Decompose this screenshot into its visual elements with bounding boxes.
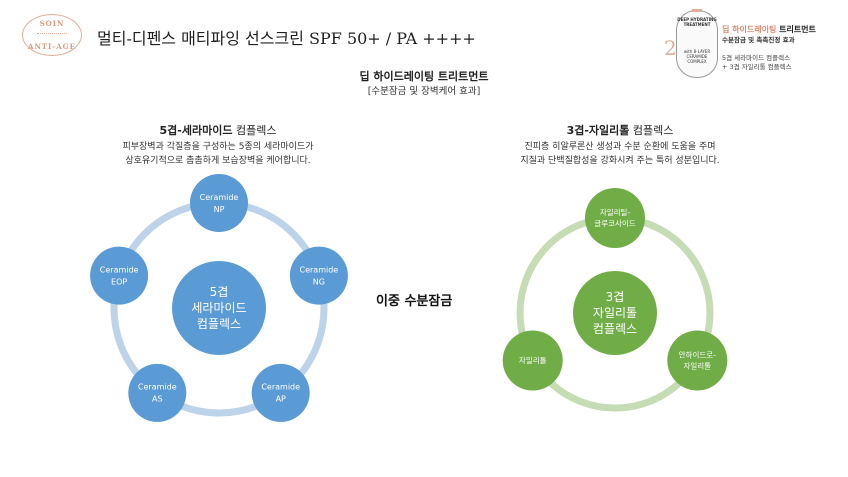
product-number: 2: [664, 36, 677, 60]
section-subtitle: [수분잠금 및 장벽케어 효과]: [367, 86, 481, 97]
ceramide-node: [90, 246, 149, 305]
ceramide-node: [128, 363, 187, 422]
section-title: 딥 하이드레이팅 트리트먼트: [359, 70, 489, 83]
xylitol-node: [502, 330, 563, 391]
product-name: 딥 하이드레이팅 트리트먼트: [722, 25, 816, 34]
page-title: 멀티-디펜스 매티파잉 선스크린 SPF 50+ / PA ++++: [97, 29, 476, 48]
dual-moisture-lock-label: 이중 수분잠금: [376, 294, 453, 309]
ceramide-center-circle: [172, 261, 266, 355]
ceramide-description: 피부장벽과 각질층을 구성하는 5종의 세라마이드가 상호유기적으로 촘촘하게 …: [122, 142, 314, 166]
xylitol-node-label: 자일리틸-글루코사이드: [594, 208, 635, 228]
xylitol-node-label: 안하이드로-자일리톨: [679, 350, 716, 371]
product-desc-line-1: 5겹 세라마이드 컴플렉스: [722, 54, 791, 62]
xylitol-heading: 3겹-자일리톨 컴플렉스: [566, 124, 674, 137]
xylitol-center-circle: [573, 271, 657, 355]
product-subtitle: 수분잠금 및 촉촉진정 효과: [722, 36, 795, 44]
ceramide-node: [289, 246, 348, 305]
xylitol-node: [667, 330, 728, 391]
ceramide-node: [251, 363, 310, 422]
xylitol-node: [585, 188, 645, 248]
product-desc-line-2: + 3겹 자일리톨 컴플렉스: [722, 63, 792, 71]
xylitol-node-label: 자일리톨: [519, 356, 547, 365]
ceramide-node: [190, 174, 248, 232]
ceramide-heading: 5겹-세라마이드 컴플렉스: [159, 124, 277, 137]
soin-anti-age-logo: SOIN ANTI-AGE: [22, 14, 82, 56]
product-bottle-image: DEEP HYDRATING TREATMENT with 8-LAYER CE…: [676, 9, 718, 78]
xylitol-description: 진피층 히알루론산 생성과 수분 순환에 도움을 주며 지질과 단백질합성을 강…: [520, 142, 720, 166]
